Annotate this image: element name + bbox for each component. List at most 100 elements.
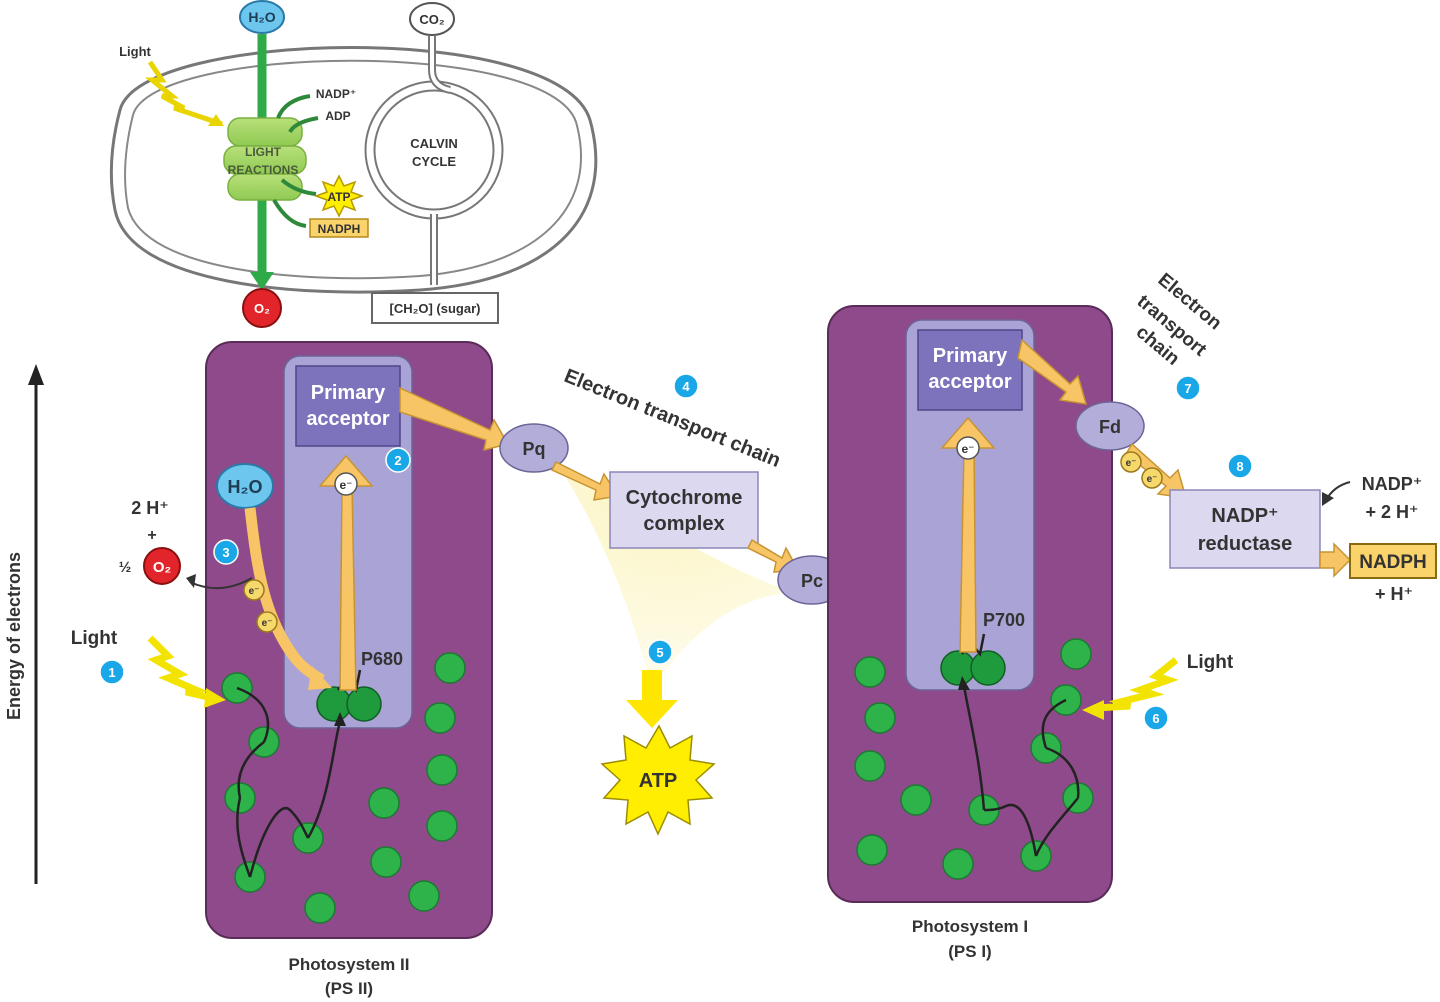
oxygen-output-bubble xyxy=(242,288,282,328)
ps2-light-bolt xyxy=(147,635,213,702)
ps1-pigment xyxy=(854,656,886,688)
step-marker-3-label: 3 xyxy=(222,545,229,560)
ps2-electron-from-water-1 xyxy=(243,579,265,601)
ps2-water-label: H₂O xyxy=(228,477,263,497)
ps2-light-arrowhead xyxy=(204,688,226,708)
atp-synthesis-arrow xyxy=(626,670,678,728)
p680-chlorophyll-a xyxy=(316,686,352,722)
oxygen-label: O₂ xyxy=(153,559,171,576)
ps1-electron-excited-label: e⁻ xyxy=(961,442,974,456)
etc2-electron-1-label: e⁻ xyxy=(1126,458,1137,469)
ferredoxin-label: Fd xyxy=(1099,417,1121,437)
overview-light-arrowhead xyxy=(208,114,224,126)
ps1-pigment xyxy=(854,750,886,782)
ps1-energy-transfer-arrows xyxy=(962,685,1080,857)
cytochrome-label-1: Cytochrome xyxy=(626,487,743,509)
plastoquinone xyxy=(499,423,569,473)
co2-flow-arrow-inner xyxy=(430,36,451,92)
p680-chlorophyll-b xyxy=(346,686,382,722)
energy-axis-label: Energy of electrons xyxy=(4,552,24,720)
step-marker-4: 4 xyxy=(673,373,699,399)
ps2-abbr-label: (PS II) xyxy=(325,979,373,998)
nadph-output-label: NADPH xyxy=(1359,552,1427,573)
ps2-electron-excited xyxy=(334,472,358,496)
ps2-primary-acceptor-box xyxy=(295,365,401,447)
overview-nadp-label: NADP⁺ xyxy=(316,87,356,101)
ps1-primary-acceptor-label-1: Primary xyxy=(933,345,1008,367)
ps2-name-label: Photosystem II xyxy=(289,955,410,974)
water-electron-path xyxy=(244,507,325,685)
sugar-output-label: [CH₂O] (sugar) xyxy=(390,301,481,316)
ps2-primary-acceptor-label-2: acceptor xyxy=(306,408,390,430)
ps2-electron-from-water-2 xyxy=(256,611,278,633)
ferredoxin xyxy=(1075,401,1145,451)
ps1-electron-excited xyxy=(956,436,980,460)
step-marker-4-label: 4 xyxy=(682,379,690,394)
step-marker-5-label: 5 xyxy=(656,645,663,660)
co2-input-bubble xyxy=(409,2,455,36)
overview-nadph-label: NADPH xyxy=(318,222,361,236)
atp-output-arrow xyxy=(280,178,317,196)
nadph-output-box xyxy=(1349,543,1437,579)
chloroplast-inner-membrane xyxy=(124,59,582,280)
ps2-primary-acceptor-label-1: Primary xyxy=(311,382,386,404)
p680-label: P680 xyxy=(361,649,403,669)
ps1-name-label: Photosystem I xyxy=(912,917,1028,936)
p700-label: P700 xyxy=(983,610,1025,630)
step-marker-7: 7 xyxy=(1175,375,1201,401)
ps1-pigment xyxy=(942,848,974,880)
overview-light-bolt xyxy=(144,60,223,127)
water-input-label: H₂O xyxy=(248,9,275,25)
p700-chlorophyll-b xyxy=(970,650,1006,686)
nadp-reductase-label-2: reductase xyxy=(1198,533,1293,555)
sugar-output-box xyxy=(371,292,499,324)
ps2-pigment xyxy=(408,880,440,912)
acceptor-to-fd-arrow xyxy=(1017,338,1088,405)
overview-atp-star xyxy=(313,174,365,218)
step-marker-8: 8 xyxy=(1227,453,1253,479)
co2-input-label: CO₂ xyxy=(419,12,445,27)
overview-atp-label: ATP xyxy=(327,190,350,204)
half-label: ½ xyxy=(119,559,132,576)
calvin-cycle-label-2: CYCLE xyxy=(412,154,456,169)
overview-nadph-box xyxy=(309,218,369,238)
photosystem-ii: Primary acceptor P680 e⁻ H₂O e xyxy=(186,341,493,939)
plastocyanin-label: Pc xyxy=(801,571,823,591)
oxygen-bubble xyxy=(143,547,181,585)
step-marker-6-circle xyxy=(1143,705,1169,731)
ps2-pigment xyxy=(304,892,336,924)
step-marker-1-label: 1 xyxy=(108,665,115,680)
step-marker-2-circle xyxy=(385,447,411,473)
ps1-pigment xyxy=(1060,638,1092,670)
cytochrome-label-2: complex xyxy=(643,513,724,535)
step-marker-2: 2 xyxy=(385,447,411,473)
energy-axis: Energy of electrons xyxy=(4,364,44,884)
adp-return-arrow xyxy=(288,116,319,134)
nadp-return-arrow xyxy=(276,94,311,119)
hydrogen-ions-label: 2 H⁺ xyxy=(131,498,169,518)
light-reactions-thylakoid xyxy=(223,117,307,201)
oxygen-output-label: O₂ xyxy=(254,301,270,316)
water-input-bubble xyxy=(239,0,285,34)
ps1-pigment xyxy=(864,702,896,734)
plastoquinone-label: Pq xyxy=(522,439,545,459)
etc1-label: Electron transport chain xyxy=(561,365,784,472)
atp-label: ATP xyxy=(639,770,678,792)
ps2-water-bubble xyxy=(216,463,274,509)
ps2-pigment xyxy=(426,754,458,786)
step-marker-6-label: 6 xyxy=(1152,711,1159,726)
ps2-pigment xyxy=(424,702,456,734)
etc2-electron-2 xyxy=(1141,467,1163,489)
nadp-reductase xyxy=(1169,489,1321,569)
etc2-electron-2-label: e⁻ xyxy=(1147,474,1158,485)
chloroplast-overview: H₂O O₂ Light LIGHT REACTIONS NADP⁺ ADP A… xyxy=(109,0,598,328)
ps2-pigment xyxy=(426,810,458,842)
overview-adp-label: ADP xyxy=(325,109,350,123)
step-marker-5: 5 xyxy=(647,639,673,665)
step-marker-2-label: 2 xyxy=(394,453,401,468)
ps2-transfer-arrowhead xyxy=(334,712,346,726)
light-reactions-label-1: LIGHT xyxy=(245,145,282,159)
ps2-pigment xyxy=(368,787,400,819)
acceptor-to-pq-arrow xyxy=(399,386,510,452)
